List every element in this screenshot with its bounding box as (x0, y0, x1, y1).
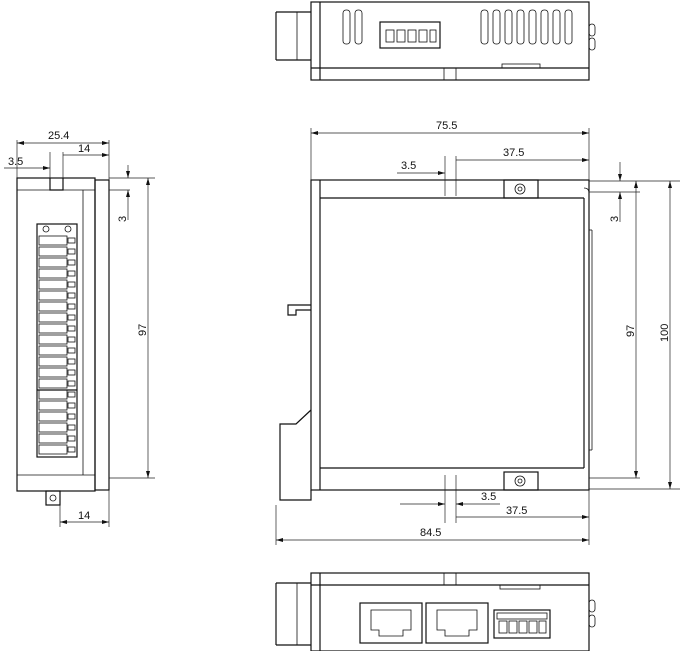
bottom-view (275, 572, 596, 651)
terminal-slot (38, 444, 68, 455)
terminal-slot (38, 235, 68, 246)
terminal-slot (38, 279, 68, 290)
terminal-slot (38, 433, 68, 444)
terminal-screw (67, 435, 76, 442)
side-dimensions: 25.4 14 3.5 3 97 14 (4, 130, 155, 527)
terminal-slot (38, 411, 68, 422)
terminal-screw (67, 358, 76, 365)
terminal-screw (67, 314, 76, 321)
terminal-slot (38, 367, 68, 378)
dim-front-total-height: 100 (659, 324, 671, 342)
terminal-slot (38, 378, 68, 389)
dim-front-top-offset: 3 (609, 216, 621, 222)
front-dimensions: 75.5 37.5 3.5 3 97 100 3.5 (275, 120, 680, 545)
dim-left-gap: 3.5 (8, 156, 23, 168)
terminal-screw (67, 248, 76, 255)
terminal-slot (38, 301, 68, 312)
dim-front-bottom-half: 37.5 (506, 505, 527, 517)
terminal-slot (38, 422, 68, 433)
terminal-slot (38, 345, 68, 356)
terminal-screw (67, 446, 76, 453)
top-view (275, 1, 596, 81)
terminal-screw (67, 369, 76, 376)
terminal-slot (38, 400, 68, 411)
terminal-slot (38, 334, 68, 345)
dim-left-inner: 14 (78, 143, 90, 155)
terminal-slot (38, 323, 68, 334)
terminal-slot (38, 356, 68, 367)
dim-left-height: 97 (137, 324, 149, 336)
terminal-slot (38, 257, 68, 268)
dim-front-width: 75.5 (436, 120, 457, 132)
terminal-slot (38, 389, 68, 400)
terminal-screw (67, 380, 76, 387)
terminal-block (37, 235, 77, 455)
dim-left-bottom: 14 (78, 510, 90, 522)
dim-left-width: 25.4 (48, 130, 69, 142)
terminal-slot (38, 312, 68, 323)
dim-front-height: 97 (625, 325, 637, 337)
terminal-screw (67, 303, 76, 310)
terminal-slot (38, 290, 68, 301)
terminal-slot (38, 268, 68, 279)
terminal-screw (67, 292, 76, 299)
dim-overall-width: 84.5 (420, 527, 441, 539)
terminal-screw (67, 424, 76, 431)
terminal-screw (67, 259, 76, 266)
side-view (16, 177, 110, 506)
front-view (279, 179, 593, 501)
terminal-screw (67, 413, 76, 420)
dim-front-top-gap: 3.5 (401, 160, 416, 172)
terminal-screw (67, 336, 76, 343)
terminal-screw (67, 391, 76, 398)
dim-left-top-offset: 3 (117, 216, 129, 222)
terminal-screw (67, 347, 76, 354)
terminal-screw (67, 325, 76, 332)
terminal-screw (67, 270, 76, 277)
terminal-screw (67, 237, 76, 244)
terminal-slot (38, 246, 68, 257)
dim-front-top-half: 37.5 (503, 147, 524, 159)
terminal-screw (67, 281, 76, 288)
dim-front-bottom-gap: 3.5 (481, 491, 496, 503)
terminal-screw (67, 402, 76, 409)
